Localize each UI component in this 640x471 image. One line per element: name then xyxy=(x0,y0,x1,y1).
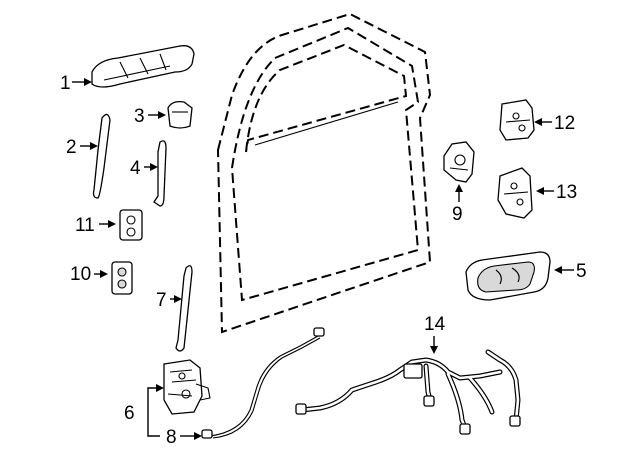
arrowhead-3 xyxy=(158,111,166,119)
part-door-latch: 6 xyxy=(124,359,211,437)
part-inside-handle: 5 xyxy=(465,251,587,301)
callout-3: 3 xyxy=(134,106,145,127)
arrowhead-14 xyxy=(430,346,438,354)
part-rod: 4 xyxy=(130,140,167,207)
arrowhead-8 xyxy=(194,432,202,440)
callout-4: 4 xyxy=(130,158,141,179)
arrowhead-5 xyxy=(554,266,562,274)
callout-2: 2 xyxy=(66,137,77,158)
arrowhead-10 xyxy=(100,270,108,278)
arrowhead-9 xyxy=(455,184,463,192)
arrowhead-13 xyxy=(536,187,544,195)
arrowhead-2 xyxy=(90,142,98,150)
part-rod-7: 7 xyxy=(156,265,193,352)
part-striker: 9 xyxy=(443,141,475,225)
arrowhead-12 xyxy=(534,118,542,126)
part-cap: 3 xyxy=(134,100,193,129)
part-pad-11: 11 xyxy=(75,209,143,241)
callout-10: 10 xyxy=(70,264,91,285)
part-lock-cable: 8 xyxy=(166,327,325,448)
arrowhead-1 xyxy=(84,78,92,86)
callout-5: 5 xyxy=(576,261,587,282)
leader-6-upper xyxy=(147,387,158,412)
part-pad-10: 10 xyxy=(70,261,133,295)
callout-6: 6 xyxy=(124,403,135,424)
callout-1: 1 xyxy=(60,73,71,94)
arrowhead-4 xyxy=(150,163,158,171)
part-weatherstrip-seal: 2 xyxy=(66,113,111,199)
part-outside-handle: 1 xyxy=(60,45,195,94)
callout-13: 13 xyxy=(556,182,577,203)
callout-9: 9 xyxy=(452,204,463,225)
arrowhead-6 xyxy=(156,384,164,392)
arrowhead-11 xyxy=(108,220,116,228)
part-lower-hinge: 13 xyxy=(497,167,577,219)
part-wiring-harness: 14 xyxy=(295,314,521,435)
arrowhead-7 xyxy=(174,295,182,303)
part-upper-hinge: 12 xyxy=(499,99,575,141)
callout-7: 7 xyxy=(156,290,167,311)
callout-14: 14 xyxy=(424,314,446,335)
callout-12: 12 xyxy=(554,113,575,134)
leader-6-lower xyxy=(147,412,160,437)
door-outline xyxy=(216,12,432,334)
callout-11: 11 xyxy=(75,215,95,236)
callout-8: 8 xyxy=(166,427,177,448)
